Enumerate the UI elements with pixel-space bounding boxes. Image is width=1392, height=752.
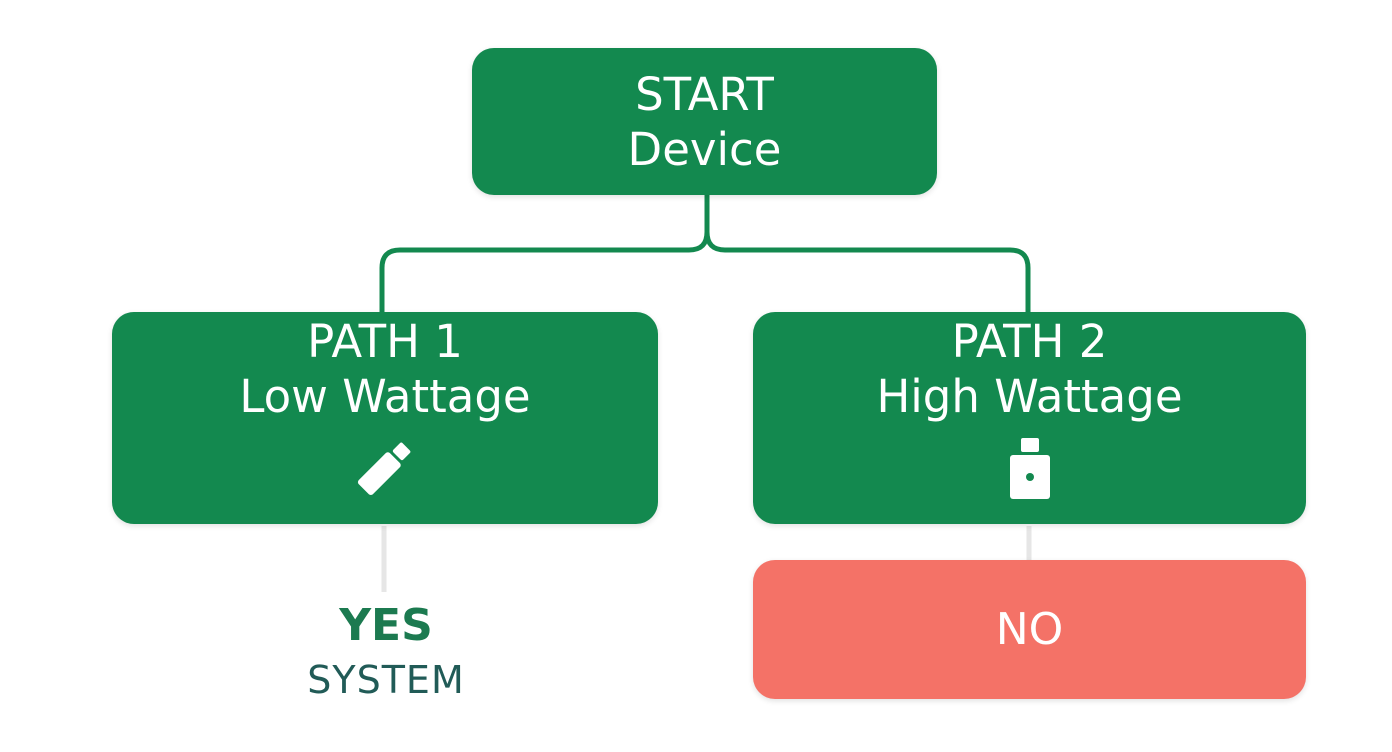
power-adapter-icon	[1009, 438, 1050, 499]
path1-title: PATH 1	[307, 315, 463, 368]
usb-stick-icon	[357, 442, 411, 496]
start-subtitle: Device	[627, 122, 782, 176]
system-text: SYSTEM	[307, 658, 465, 702]
path2-node: PATH 2 High Wattage	[753, 312, 1306, 524]
path2-title: PATH 2	[951, 315, 1108, 368]
path1-node: PATH 1 Low Wattage	[112, 312, 658, 524]
no-text: NO	[995, 604, 1064, 655]
yes-text: YES	[339, 600, 433, 651]
yes-outcome-label: YES SYSTEM	[246, 598, 526, 706]
start-title: START	[635, 67, 774, 121]
start-node: START Device	[472, 48, 937, 195]
no-outcome-node: NO	[753, 560, 1306, 699]
connector-start-to-branches	[379, 192, 1031, 315]
path1-subtitle: Low Wattage	[239, 370, 531, 423]
path2-subtitle: High Wattage	[876, 370, 1183, 423]
